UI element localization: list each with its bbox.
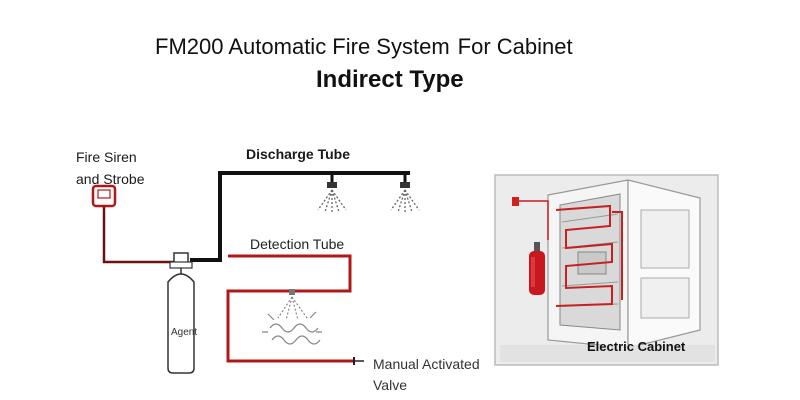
- title-suffix: For Cabinet: [457, 34, 573, 59]
- discharge-pipe: [190, 171, 410, 262]
- discharge-tube-label: Discharge Tube: [246, 146, 350, 162]
- manual-valve-line2: Valve: [373, 377, 407, 393]
- valve-icon: [353, 357, 364, 365]
- detection-tube-label: Detection Tube: [250, 236, 345, 252]
- diagram-subtitle: Indirect Type: [316, 66, 464, 93]
- manual-valve-line1: Manual Activated: [373, 356, 480, 372]
- siren-label-line2: and Strobe: [76, 171, 145, 187]
- diagram-title: FM200 Automatic Fire System For Cabinet: [155, 34, 573, 60]
- cabinet-label: Electric Cabinet: [587, 339, 686, 354]
- cylinder-icon: [167, 252, 195, 374]
- detection-burst-icon: [262, 289, 322, 345]
- detection-tube: [226, 254, 354, 363]
- cabinet-photo: [494, 174, 719, 366]
- nozzle-icon: [390, 173, 420, 213]
- siren-label: Fire Siren and Strobe: [76, 146, 145, 190]
- siren-strobe-icon: [91, 184, 117, 208]
- manual-valve-label: Manual Activated Valve: [373, 354, 480, 396]
- nozzle-icon: [317, 173, 347, 213]
- siren-wire: [102, 205, 178, 264]
- cylinder-label: Agent: [171, 327, 198, 338]
- title-main: FM200 Automatic Fire System: [155, 34, 450, 59]
- siren-label-line1: Fire Siren: [76, 149, 137, 165]
